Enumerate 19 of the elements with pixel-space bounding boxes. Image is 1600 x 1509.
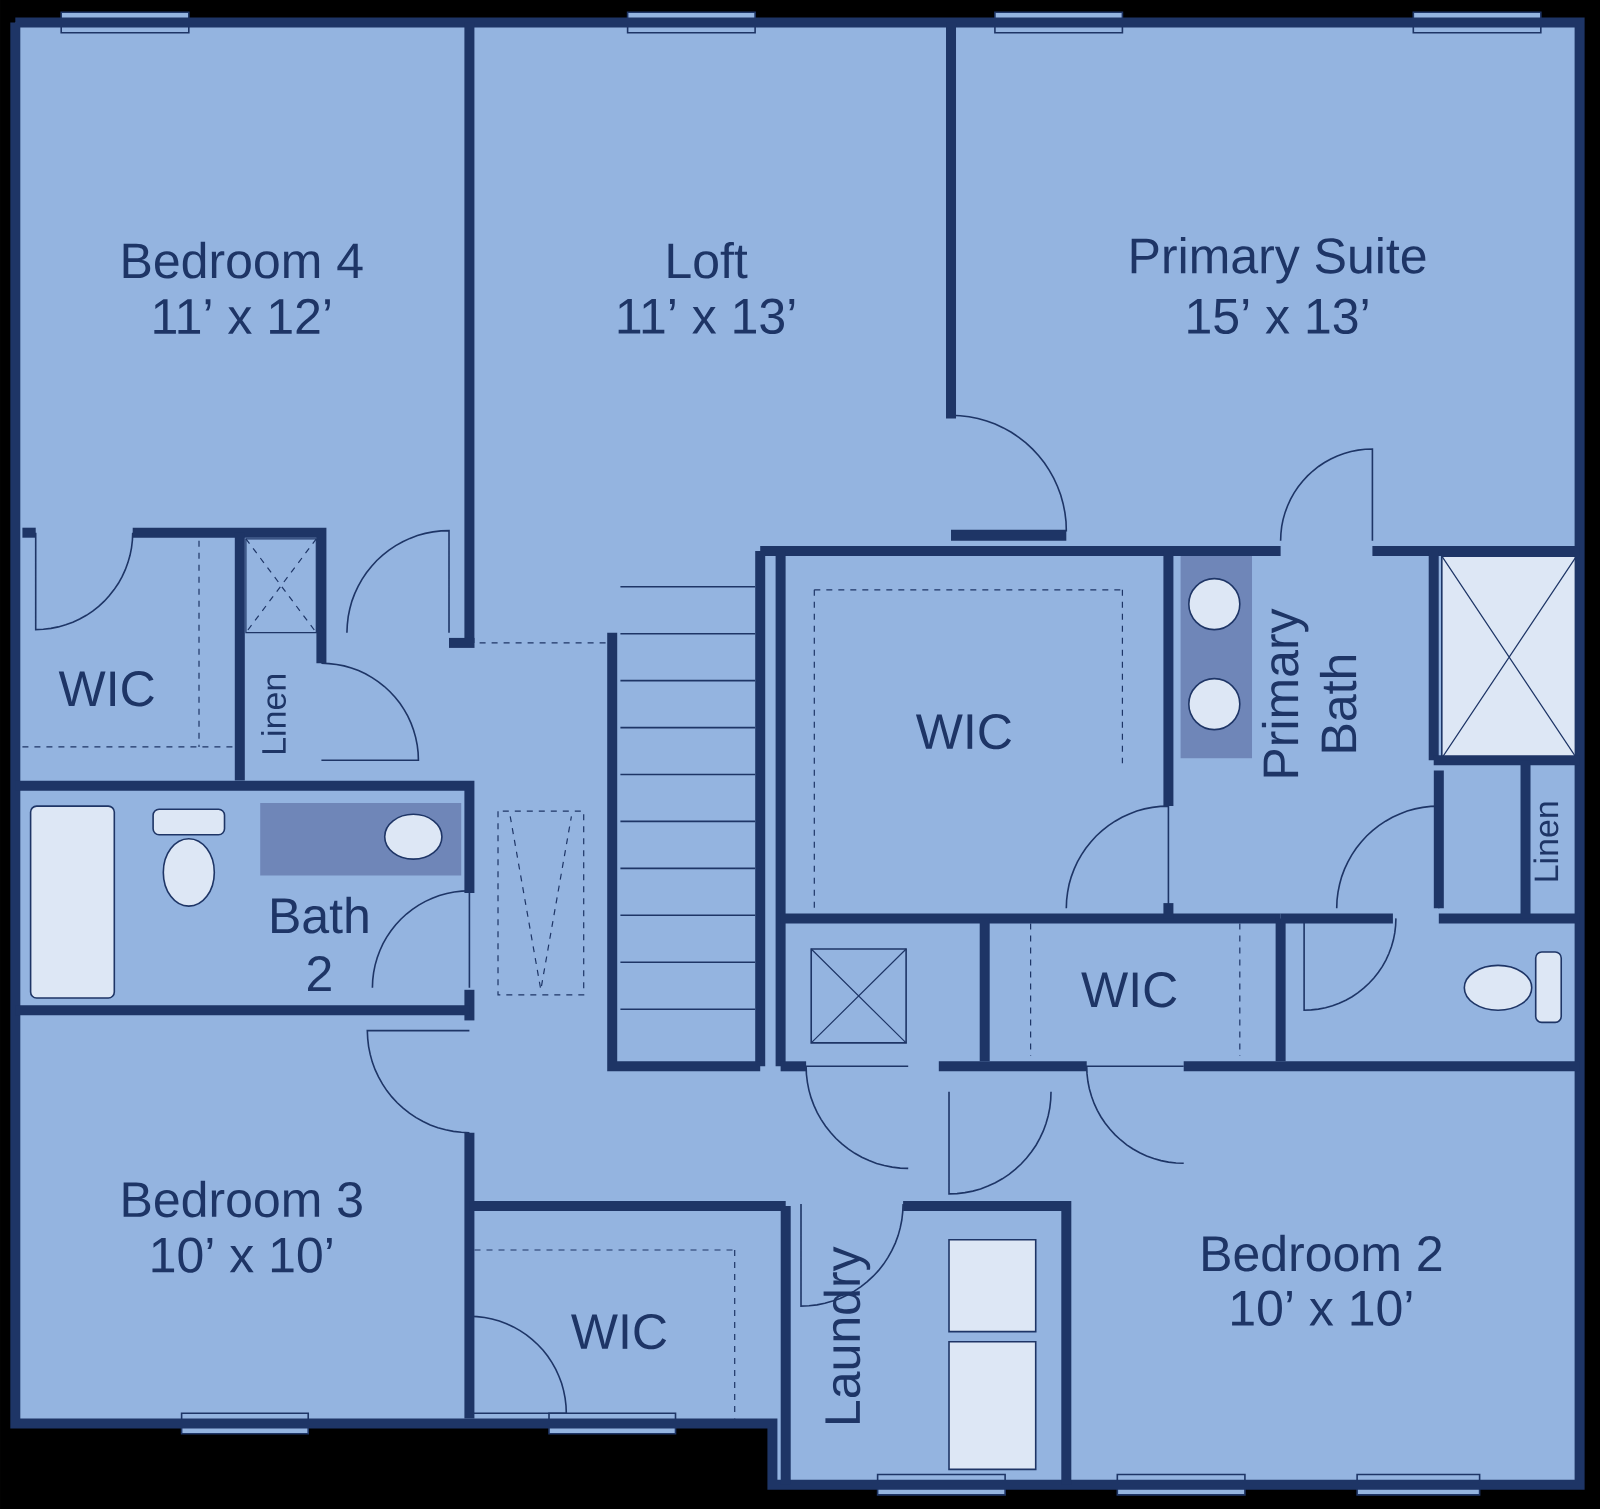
room-label: Loft <box>668 241 748 279</box>
room-label: Laundry <box>823 1246 871 1423</box>
room-label: 15’ x 13’ <box>1188 298 1368 334</box>
room-label: WIC <box>1081 972 1177 1008</box>
room-label: Primary Bath <box>1261 608 1357 777</box>
room-label: 11’ x 12’ <box>154 298 330 334</box>
room-label: WIC <box>915 713 1011 750</box>
room-label: 10’ x 10’ <box>1232 1290 1412 1326</box>
room-label: 10’ x 10’ <box>152 1237 332 1273</box>
room-label: Linen <box>1533 802 1559 881</box>
room-label: Bedroom 4 <box>123 241 363 279</box>
room-label: Bedroom 3 <box>123 1180 362 1218</box>
room-label: Primary Suite <box>1131 236 1426 284</box>
room-label: 11’ x 13’ <box>618 298 795 334</box>
room-label: WIC <box>58 671 154 707</box>
room-label: WIC <box>571 1313 667 1350</box>
room-label: Bath 2 <box>272 896 368 991</box>
room-label: Linen <box>261 674 286 754</box>
room-label: Bedroom 2 <box>1203 1234 1442 1272</box>
